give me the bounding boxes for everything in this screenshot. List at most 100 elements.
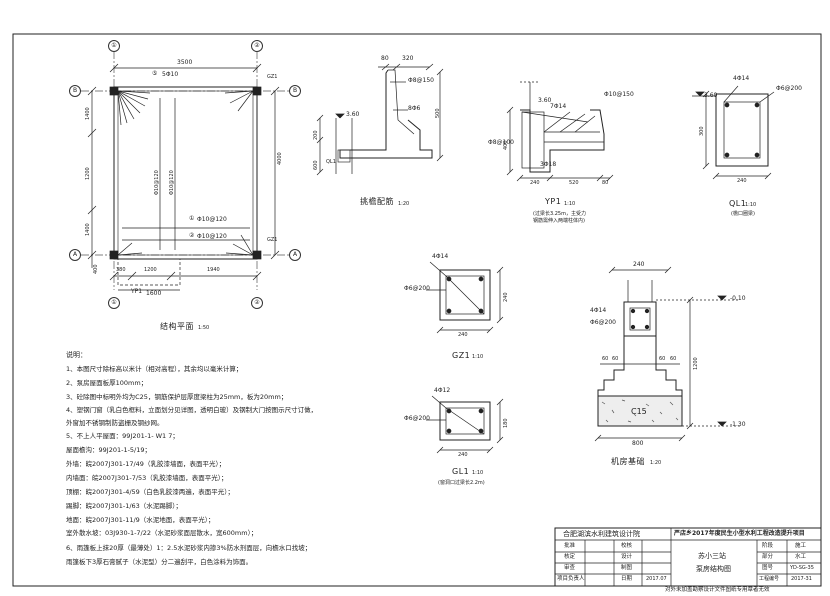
title-institute: 合肥湖滨水利建筑设计院 [563,530,640,538]
plan-vert-bar-1: Φ10@120 [154,170,160,195]
yp1-bar-top: Φ10@150 [604,91,634,98]
plan-caption: 结构平面 [160,322,194,331]
eave-height: 500 [435,108,441,118]
notes-heading: 说明： [66,351,87,359]
yp1-height: 400 [503,140,509,150]
gl1-height: 180 [503,418,509,428]
plan-gz1-bottom: GZ1 [267,237,278,243]
foundation-bottom-width: 800 [632,440,644,447]
gz1-caption: GZ1 [452,351,471,360]
gz1-caption-scale: 1:10 [472,354,484,360]
plan-bottom-dim-3: 1940 [207,267,220,273]
notes-line: 室外散水坡：03J930-1-7/22（水泥砂浆面层散水，宽600mm）； [66,529,258,537]
title-mid-label: 制图 [621,565,633,571]
plan-yp1-label: YP1 [131,288,143,295]
plan-slab-bar-1: Φ10@120 [197,216,227,223]
eave-ql1: QL1 [326,159,336,165]
plan-yp1-dim: 1600 [146,290,162,297]
title-right-label: 阶段 [762,543,774,549]
plan-bar-label: 5Φ10 [162,71,179,78]
title-project: 严店乡2017年度民生小型水利工程改造提升项目 [674,530,805,537]
axis-bubble-b-right: B [289,85,301,97]
plan-bottom-dim-2: 1200 [144,267,157,273]
title-right-value: 水工 [795,554,807,560]
plan-gz1-top: GZ1 [267,74,278,80]
foundation-bar-stirrup: Φ6@200 [590,319,616,326]
foundation-concrete: C15 [631,407,647,416]
plan-caption-scale: 1:50 [198,325,210,331]
foundation-step-3: 60 [659,356,666,362]
notes-line: 4、塑钢门窗（乳白色框料，立面划分见详图，透明白玻）及钢制大门按图示尺寸订做， [66,406,318,414]
notes-line: 外墙：皖2007J301-17/49（乳胶漆墙面，表面平光）； [66,460,226,468]
foundation-step-2: 60 [612,356,619,362]
gz1-bar-stirrup: Φ6@200 [404,285,430,292]
foundation-bar-main: 4Φ14 [590,307,607,314]
yp1-dim-520: 520 [569,180,579,186]
title-drawing-2: 泵房结构图 [696,565,731,573]
ql1-caption: QL1 [729,199,747,208]
title-right-value: 施工 [795,543,807,549]
yp1-level: 3.60 [538,97,552,104]
gz1-height: 240 [503,292,509,302]
gl1-bar-stirrup: Φ6@200 [404,415,430,422]
plan-vert-bar-2: Φ10@120 [169,170,175,195]
axis-bubble-2-top: ② [251,40,263,52]
axis-bubble-b-left: B [69,85,81,97]
gl1-bar-main: 4Φ12 [434,387,451,394]
title-row-label: 审查 [564,565,576,571]
gl1-note: (窗洞口过梁长2.2m) [438,480,485,486]
title-right-label: 图号 [762,565,774,571]
footer-note: 对外未加盖勘察设计文件图纸专用章者无效 [665,587,770,593]
notes-line: 3、砼除图中标明外均为C25，钢筋保护层厚度梁柱为25mm，板为20mm； [66,393,288,401]
gl1-caption: GL1 [452,467,470,476]
title-drawing-1: 苏小三站 [698,552,726,560]
eave-caption: 挑檐配筋 [360,197,394,206]
title-row-label: 批准 [564,543,576,549]
notes-line: 2、泵房屋面板厚100mm； [66,379,148,387]
ql1-width: 240 [737,178,747,184]
title-row-label: 项目负责人 [557,576,585,582]
plan-bar-num: ⑤ [152,70,158,77]
eave-bar-a: Φ8@150 [408,77,434,84]
plan-right-dim: 4000 [277,152,283,165]
title-mid-label: 日期 [621,576,633,582]
plan-left-dim-1: 1400 [85,107,91,120]
eave-dim-320: 320 [402,55,414,62]
yp1-dim-80: 80 [602,180,609,186]
yp1-bar-stirrup: Φ8@100 [488,139,514,146]
notes-body: 1、本图尺寸除标高以米计（相对高程），其余均以毫米计算； 2、泵房屋面板厚100… [66,366,446,536]
notes-line: 地面：皖2007J301-11/9（水泥地面，表面平光）； [66,516,215,524]
eave-level: 3.60 [346,111,360,118]
gz1-bar-main: 4Φ14 [432,253,449,260]
foundation-caption-scale: 1:20 [650,460,662,466]
gl1-width: 240 [458,452,468,458]
ql1-level: 3.60 [704,92,718,99]
yp1-note-1: (过梁长3.25m，主受力 [533,211,586,217]
title-right-label: 部分 [762,554,774,560]
gz1-width: 240 [458,332,468,338]
axis-bubble-2-bottom: ② [251,297,263,309]
foundation-caption: 机房基础 [611,457,645,466]
notes-line: 踢脚：皖2007J301-1/63（水泥踢脚）； [66,502,183,510]
foundation-step-1: 60 [602,356,609,362]
plan-left-dim-3: 1400 [85,223,91,236]
eave-dim-80: 80 [381,55,389,62]
axis-bubble-1-top: ① [108,40,120,52]
yp1-bar-bottom: 3Φ18 [540,161,557,168]
plan-slab-bar-1-num: ① [189,215,195,222]
title-right-value: YD-SG-35 [790,565,814,571]
notes-line: 外窗加不锈钢制防盗栅及钢纱网。 [66,419,164,427]
axis-bubble-a-left: A [69,249,81,261]
notes-line: 1、本图尺寸除标高以米计（相对高程），其余均以毫米计算； [66,365,243,373]
plan-top-dim: 3500 [177,59,193,66]
foundation-level-top: -0.10 [730,295,746,302]
ql1-bar-stirrup: Φ6@200 [776,85,802,92]
plan-bottom-dim-1: 380 [116,267,126,273]
yp1-note-2: 钢筋需伸入两端柱体内) [533,218,585,224]
eave-caption-scale: 1:20 [398,201,410,207]
title-mid-label: 校核 [621,543,633,549]
eave-side-dim-600: 600 [313,160,319,170]
title-right-label: 工程编号 [759,576,780,582]
plan-slab-bar-2-num: ② [189,232,195,239]
